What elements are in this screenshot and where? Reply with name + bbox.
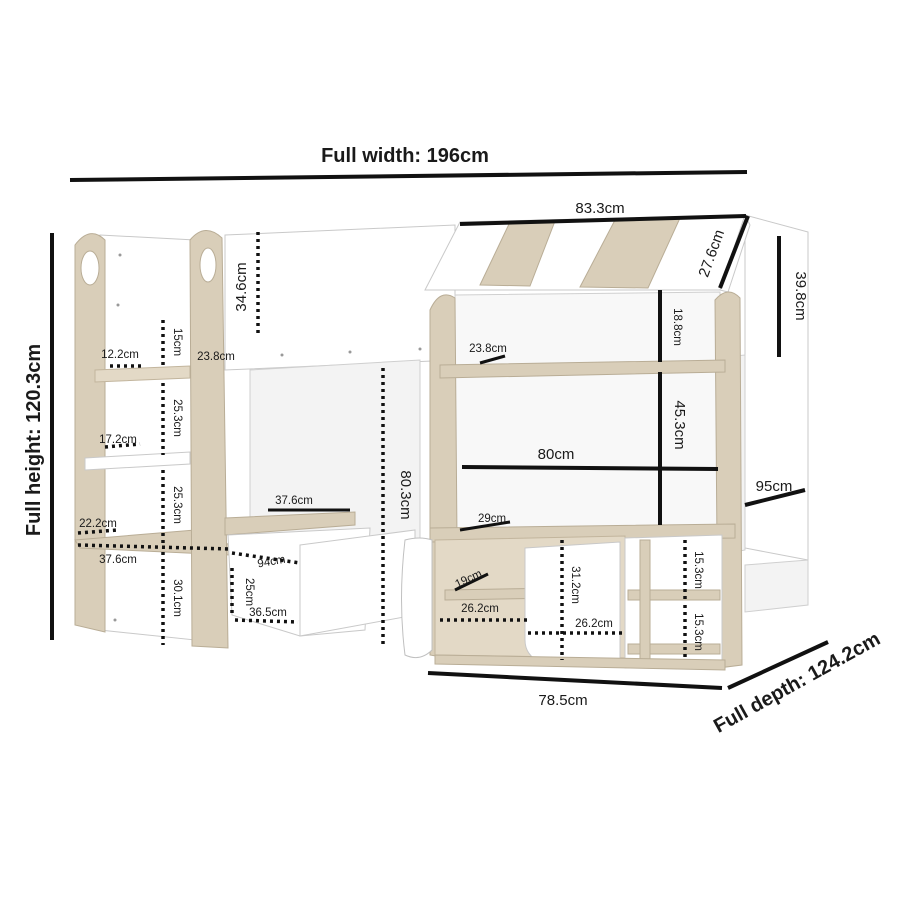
drawer-height-label: 25cm [243,578,255,606]
ladder-rung-w2-label: 17.2cm [99,434,137,446]
dimension-lines [50,170,829,690]
bed-right-base [744,559,809,613]
rail-height-label: 34.6cm [233,262,250,311]
playhouse-base [434,654,726,671]
playhouse-upper-shelf [439,359,726,379]
cube-height-1-label: 15.3cm [692,551,704,589]
roof-slope-line [718,215,750,289]
counter-depth-line [459,520,511,532]
bed-right-end-panel [744,214,809,561]
ladder-rung-w1-label: 12.2cm [101,349,139,361]
cab-shelf-line [454,572,489,592]
cab-width-left-label: 26.2cm [461,603,499,615]
base-width-label: 78.5cm [538,692,587,709]
full-height-label: Full height: 120.3cm [23,344,45,536]
ladder-top-depth-label: 23.8cm [197,351,235,363]
base-width-line [427,671,723,690]
upper-shelf-depth-label: 23.8cm [469,343,507,355]
ladder-left-post [74,233,106,633]
desk-depth-label: 37.6cm [275,495,313,507]
drawer-depth-label: 36.5cm [249,607,287,619]
under-bed-label: 80.3cm [397,470,414,519]
cube-height-2-label: 15.3cm [692,613,704,651]
full-depth-line [727,640,829,690]
roof-height-label: 39.8cm [792,271,809,320]
cube-vertical [639,539,651,661]
ladder-rung-2 [84,451,191,471]
ladder-rung-w3-label: 22.2cm [79,518,117,530]
roof-width-label: 83.3cm [575,200,624,217]
ladder-gap-2-label: 25.3cm [171,486,183,524]
cabinet-open-door [401,537,433,659]
door-height-label: 31.2cm [569,566,581,604]
side-depth-line [744,488,806,507]
side-depth-label: 95cm [756,478,793,495]
ladder-rung-w2-line [104,442,141,449]
ladder-rung-1-label: 15cm [171,328,183,356]
drawer-width-label: 94cm [257,554,287,571]
upper-gap-label: 18.8cm [671,308,683,346]
ladder-right-handhole [199,247,217,283]
desk-drawer-face [299,529,416,637]
desk-top [224,511,356,536]
full-width-label: Full width: 196cm [321,145,489,167]
inner-width-label: 80cm [538,446,575,463]
roof-width-line [459,214,747,226]
drawer-width-line [231,551,301,565]
cube-divider-1 [627,589,721,601]
full-width-line [69,170,748,182]
bed-illustration [74,213,809,671]
cube-divider-2 [627,643,721,655]
ladder-base-depth-line [77,543,231,551]
inner-width-line [461,465,719,471]
ladder-left-handhole [80,250,100,286]
cab-width-right-label: 26.2cm [575,618,613,630]
counter-depth-label: 29cm [478,513,506,525]
upper-shelf-depth-line [479,354,506,365]
inner-height-label: 45.3cm [671,400,688,449]
ladder-rung-1 [94,365,191,383]
ladder-base-gap-label: 30.1cm [171,579,183,617]
ladder-right-post [189,230,229,649]
ladder-base-depth-label: 37.6cm [99,554,137,566]
ladder-gap-1-label: 25.3cm [171,399,183,437]
